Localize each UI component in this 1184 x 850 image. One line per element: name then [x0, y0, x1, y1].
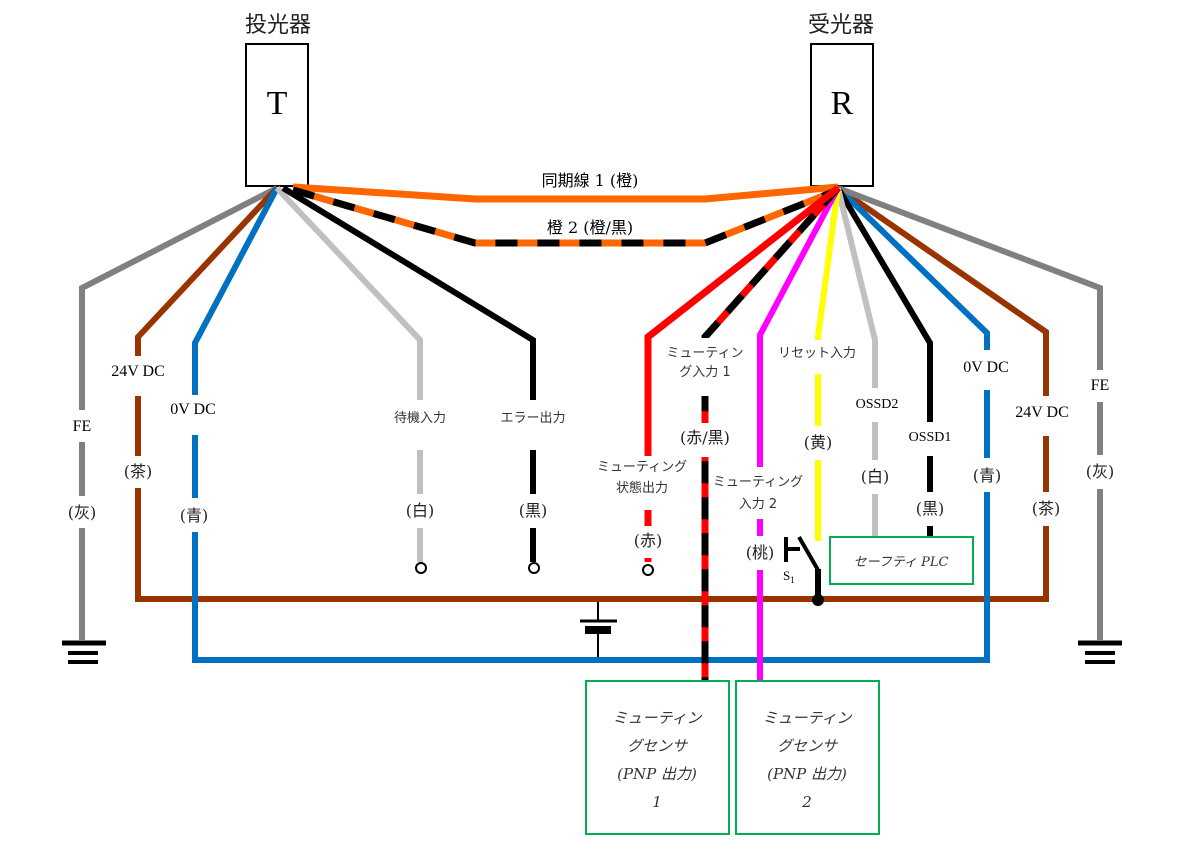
label-gap — [118, 456, 158, 488]
muting-sensor-2-line4: 2 — [801, 793, 812, 811]
muting-status-label-1: ミューティング — [597, 460, 687, 475]
muting-input-2-label-2: 入力 2 — [739, 497, 777, 512]
ossd2-label: OSSD2 — [856, 397, 899, 412]
label-gap — [1012, 396, 1080, 436]
0v-bus-wire — [192, 185, 990, 663]
receiver-24v-color: (茶) — [1032, 499, 1061, 518]
sync-line-1-label: 同期線 1 (橙) — [542, 171, 639, 190]
label-gap — [740, 536, 780, 570]
label-gap — [174, 498, 214, 532]
emitter-letter: T — [267, 85, 288, 122]
standby-input-wire — [274, 185, 423, 562]
standby-input-label: 待機入力 — [394, 411, 446, 426]
muting-sensor-1-line2: グセンサ — [627, 737, 688, 755]
24v-bus-wire — [135, 185, 1049, 602]
safety-plc-box — [829, 536, 974, 585]
switch-s1-label: S1 — [783, 568, 795, 585]
label-gap — [772, 340, 862, 374]
label-gap — [162, 395, 228, 435]
label-gap — [588, 456, 698, 510]
receiver-fe-label: FE — [1091, 377, 1110, 394]
label-gap — [955, 350, 1021, 390]
label-gap — [628, 526, 668, 558]
label-gap — [855, 460, 895, 494]
muting-input-2-label-1: ミューティング — [713, 475, 803, 490]
standby-input-color: (白) — [406, 501, 435, 520]
label-gap — [967, 458, 1007, 492]
emitter-0v-color: (青) — [180, 506, 209, 525]
muting-input-1-label-2: グ入力 1 — [679, 365, 730, 380]
label-gap — [798, 426, 838, 460]
label-gap — [105, 356, 171, 396]
label-gap — [513, 494, 553, 528]
junction-dot-icon — [812, 594, 824, 606]
muting-sensor-2-line2: グセンサ — [777, 737, 838, 755]
switch-s1-contact — [797, 536, 820, 571]
reset-input-wire — [815, 187, 841, 541]
label-gap — [66, 410, 98, 442]
safety-plc-label: セーフティ PLC — [854, 555, 949, 570]
muting-sensor-1-line3: (PNP 出力) — [617, 765, 697, 783]
muting-sensor-1-line4: 1 — [652, 793, 662, 811]
muting-sensor-1-line1: ミューティン — [612, 709, 702, 727]
label-gap — [848, 388, 906, 422]
muting-sensor-2-line3: (PNP 出力) — [767, 765, 847, 783]
sync-line-1-wire — [292, 183, 839, 203]
label-gap — [388, 400, 454, 450]
muting-input-1-label-1: ミューティン — [666, 346, 743, 361]
receiver-title: 受光器 — [808, 13, 874, 38]
receiver-letter: R — [831, 85, 854, 122]
emitter-24v-color: (茶) — [124, 462, 153, 481]
receiver-fe-wire — [836, 185, 1103, 640]
label-gap — [708, 467, 808, 519]
terminal-icon — [528, 562, 540, 574]
label-gap — [910, 492, 950, 526]
label-gap — [495, 400, 571, 450]
emitter-box — [245, 43, 309, 187]
emitter-0v-label: 0V DC — [170, 401, 216, 418]
muting-sensor-1-box — [585, 680, 730, 835]
receiver-box — [810, 43, 874, 187]
label-gap — [1084, 370, 1116, 402]
muting-status-color: (赤) — [634, 531, 663, 550]
power-supply-plate-short — [585, 626, 611, 634]
label-gap — [1026, 492, 1066, 526]
error-output-color: (黒) — [519, 501, 548, 520]
receiver-0v-color: (青) — [973, 466, 1002, 485]
muting-input-1-wire-stripe — [701, 185, 841, 680]
label-gap — [1080, 455, 1120, 489]
reset-input-color: (黄) — [804, 433, 833, 452]
label-gap — [400, 494, 440, 528]
ossd1-color: (黒) — [916, 499, 945, 518]
muting-input-1-color: (赤/黒) — [680, 428, 730, 447]
sync-line-2-wire-stripe — [292, 186, 840, 247]
terminal-icon — [415, 562, 427, 574]
sync-line-2-label: 橙 2 (橙/黒) — [547, 218, 633, 237]
muting-status-label-2: 状態出力 — [616, 480, 668, 496]
emitter-title: 投光器 — [245, 13, 311, 38]
muting-input-2-color: (桃) — [746, 543, 775, 562]
emitter-24v-label: 24V DC — [111, 363, 165, 380]
reset-input-label: リセット入力 — [778, 346, 856, 361]
receiver-0v-label: 0V DC — [963, 359, 1009, 376]
error-output-wire — [281, 185, 536, 562]
ossd1-label: OSSD1 — [909, 430, 952, 445]
emitter-fe-color: (灰) — [68, 503, 97, 522]
label-gap — [62, 496, 102, 528]
emitter-fe-label: FE — [73, 418, 92, 435]
muting-sensor-2-line1: ミューティン — [762, 709, 852, 727]
terminal-icon — [642, 564, 654, 576]
receiver-fe-color: (灰) — [1086, 462, 1115, 481]
receiver-24v-label: 24V DC — [1015, 404, 1069, 421]
label-gap — [900, 422, 962, 456]
error-output-label: エラー出力 — [500, 411, 565, 426]
muting-sensor-2-box — [735, 680, 880, 835]
label-gap — [660, 338, 750, 396]
label-gap — [676, 423, 734, 457]
ossd2-color: (白) — [861, 467, 890, 486]
ossd1-wire — [835, 186, 933, 537]
